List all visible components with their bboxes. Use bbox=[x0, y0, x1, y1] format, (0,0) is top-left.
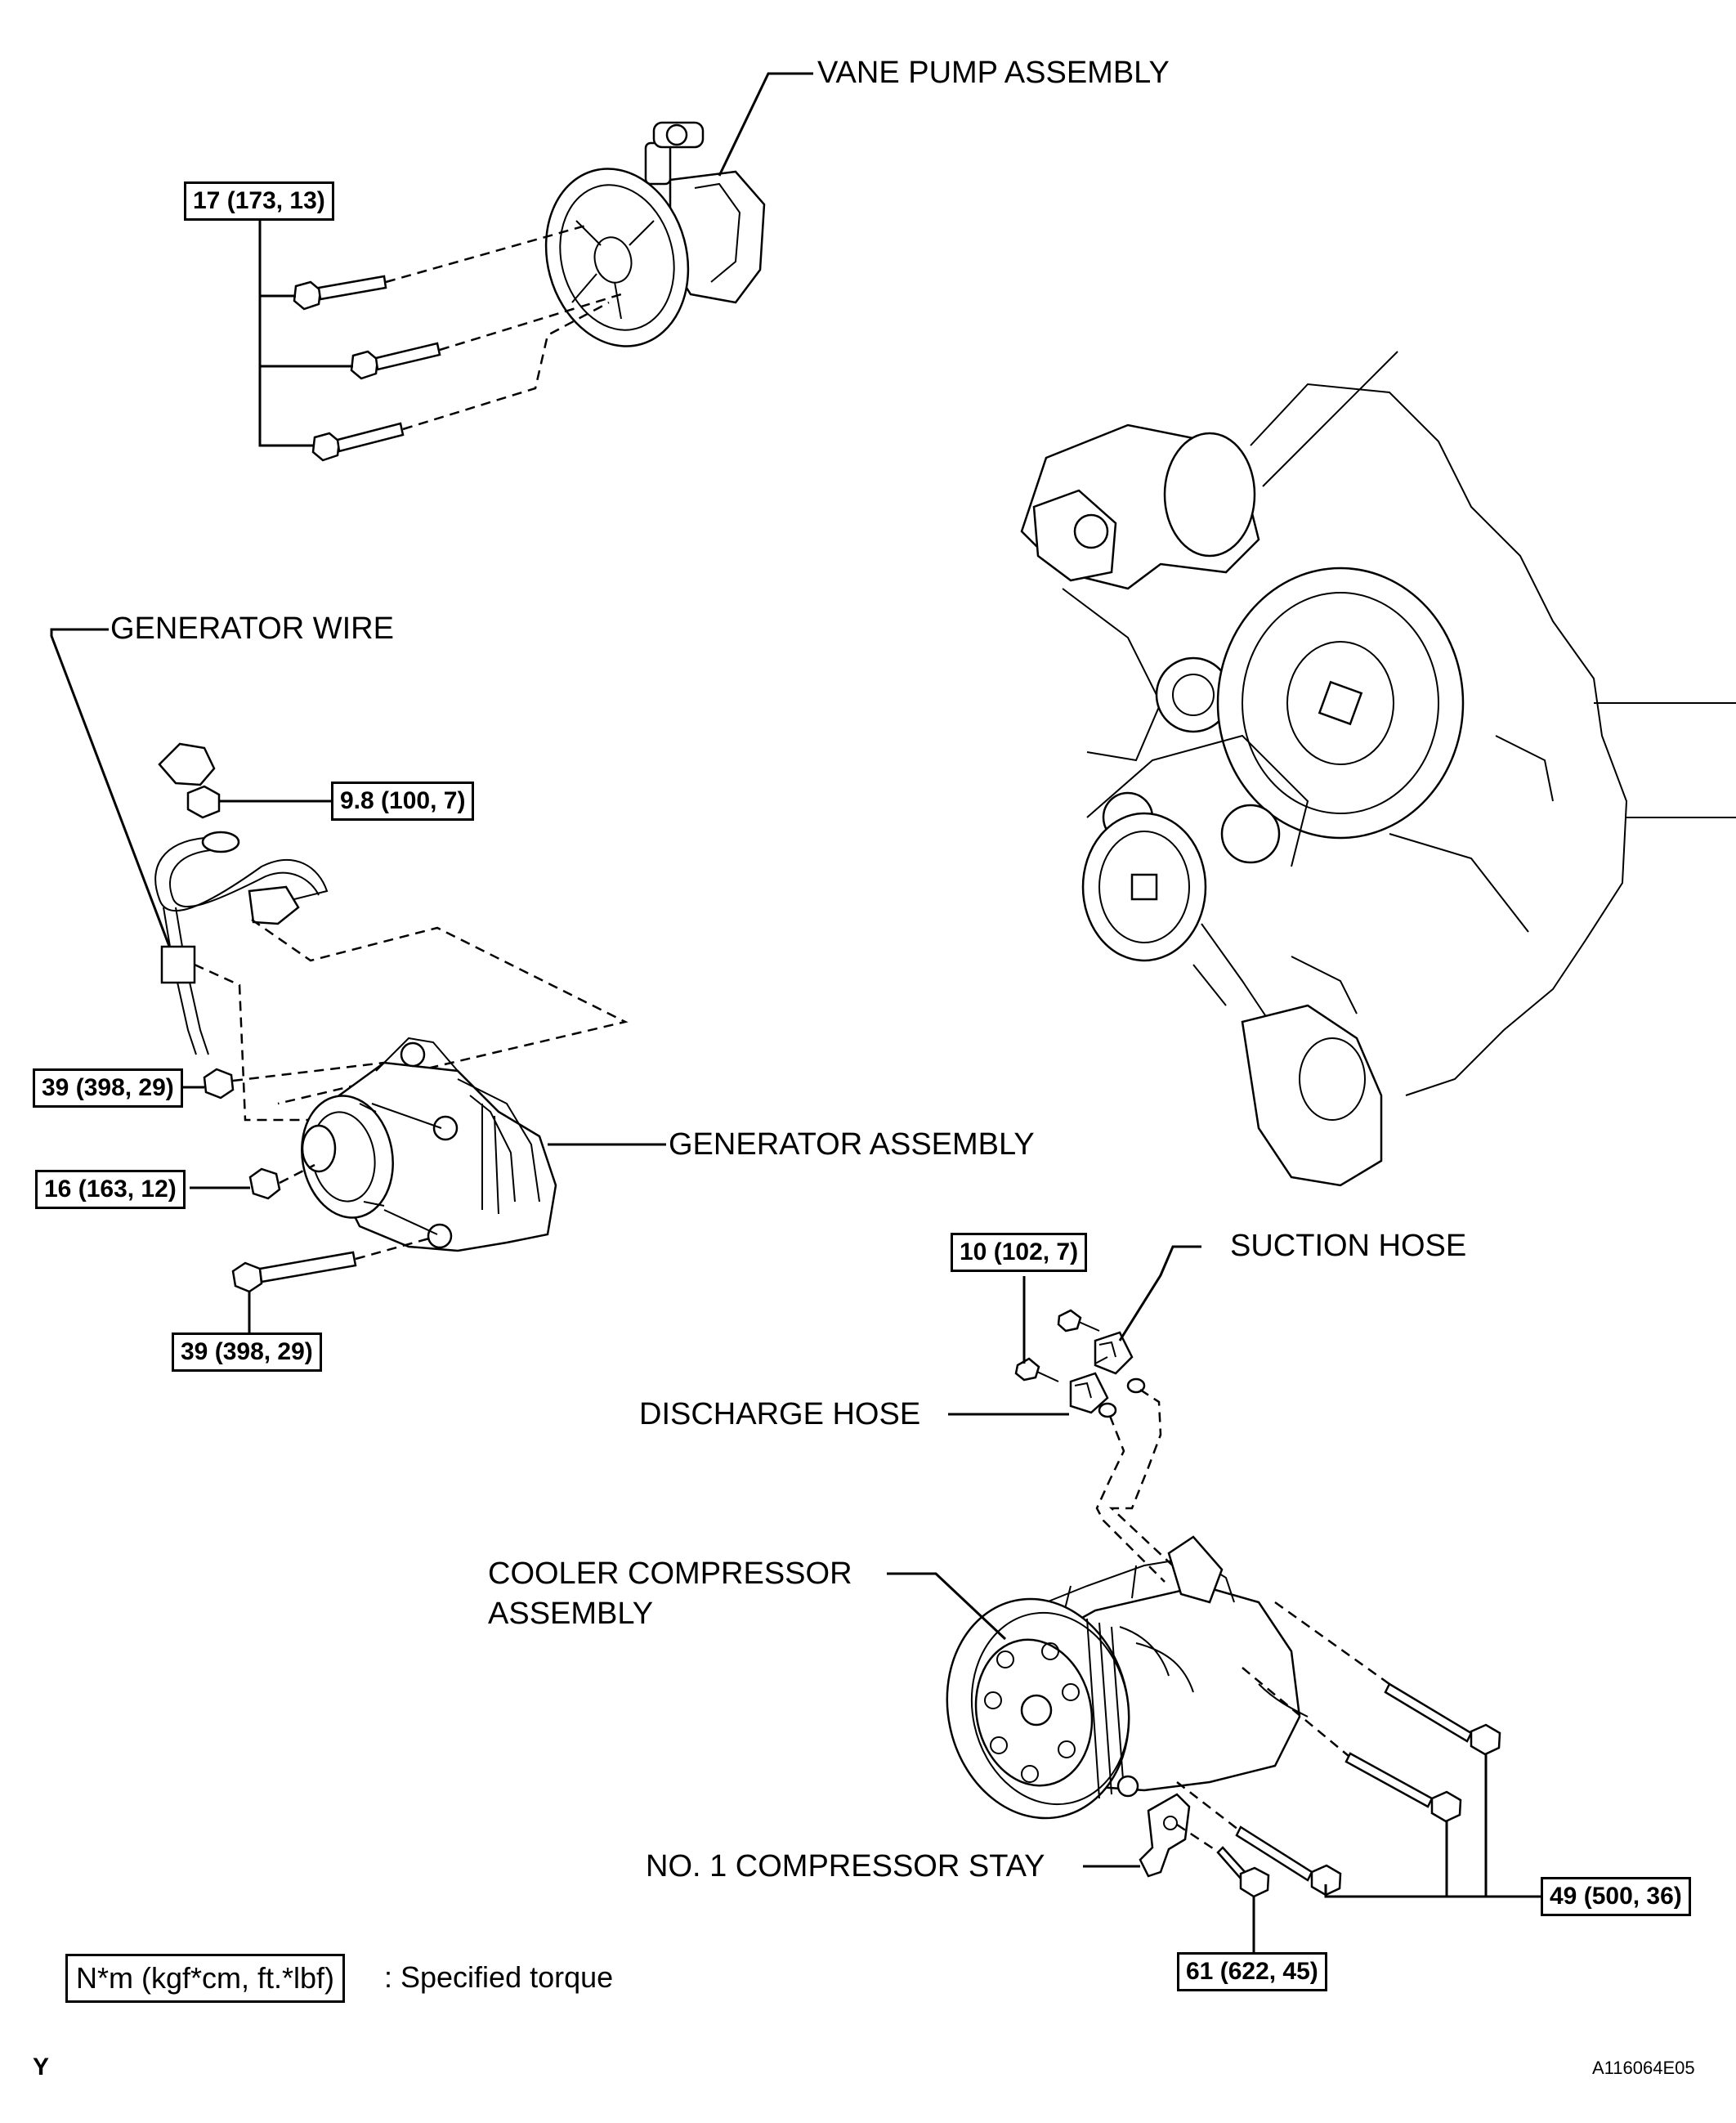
figure-id: A116064E05 bbox=[1592, 2058, 1695, 2078]
generator-pulley-nut bbox=[190, 1163, 315, 1200]
vane-pump-assembly bbox=[258, 72, 813, 462]
torque-box-stay-bolt: 61 (622, 45) bbox=[1177, 1952, 1327, 1991]
torque-box-compressor-bolts: 49 (500, 36) bbox=[1541, 1877, 1691, 1916]
torque-box-generator-wire-nut: 9.8 (100, 7) bbox=[331, 782, 475, 821]
generator-assembly-label: GENERATOR ASSEMBLY bbox=[669, 1127, 1035, 1162]
torque-box-generator-upper-nut: 39 (398, 29) bbox=[33, 1068, 183, 1108]
generator-wire-nut bbox=[186, 785, 221, 819]
vane-pump-assembly-label: VANE PUMP ASSEMBLY bbox=[817, 56, 1170, 90]
engine-outline bbox=[1020, 351, 1736, 1187]
cooler-compressor-label-line1: COOLER COMPRESSOR bbox=[488, 1556, 852, 1591]
torque-box-generator-pulley-nut: 16 (163, 12) bbox=[35, 1170, 186, 1209]
generator-upper-nut bbox=[180, 1061, 385, 1100]
corner-code: Y bbox=[33, 2054, 50, 2080]
cooler-compressor-label-line2: ASSEMBLY bbox=[488, 1597, 654, 1631]
discharge-hose-label: DISCHARGE HOSE bbox=[639, 1397, 921, 1431]
hose-fittings bbox=[948, 1245, 1201, 1583]
compressor-stay-label: NO. 1 COMPRESSOR STAY bbox=[646, 1849, 1045, 1883]
torque-box-vane-pump-bolts: 17 (173, 13) bbox=[184, 181, 334, 221]
generator-wire-label: GENERATOR WIRE bbox=[110, 611, 394, 646]
vane-pump-bolt-3 bbox=[311, 422, 405, 462]
vane-pump-bolt-1 bbox=[293, 275, 387, 311]
torque-box-hose-bolts: 10 (102, 7) bbox=[951, 1233, 1088, 1272]
compressor-bolt-1 bbox=[1384, 1682, 1501, 1756]
torque-box-generator-lower-bolt: 39 (398, 29) bbox=[172, 1332, 322, 1372]
compressor-stay bbox=[1083, 1793, 1219, 1878]
legend-description: : Specified torque bbox=[384, 1960, 614, 1994]
stay-bolt bbox=[1216, 1846, 1270, 1952]
vane-pump-bolt-2 bbox=[350, 342, 441, 380]
legend-torque-unit-box: N*m (kgf*cm, ft.*lbf) bbox=[65, 1954, 346, 2003]
generator-lower-bolt bbox=[231, 1237, 430, 1332]
generator-assembly bbox=[301, 1037, 666, 1252]
suction-hose-label: SUCTION HOSE bbox=[1230, 1229, 1467, 1263]
compressor-bolt-3 bbox=[1235, 1825, 1342, 1897]
compressor-bolt-2 bbox=[1345, 1752, 1462, 1823]
generator-wire-group bbox=[50, 628, 629, 1122]
cooler-compressor-assembly bbox=[887, 1535, 1309, 1820]
